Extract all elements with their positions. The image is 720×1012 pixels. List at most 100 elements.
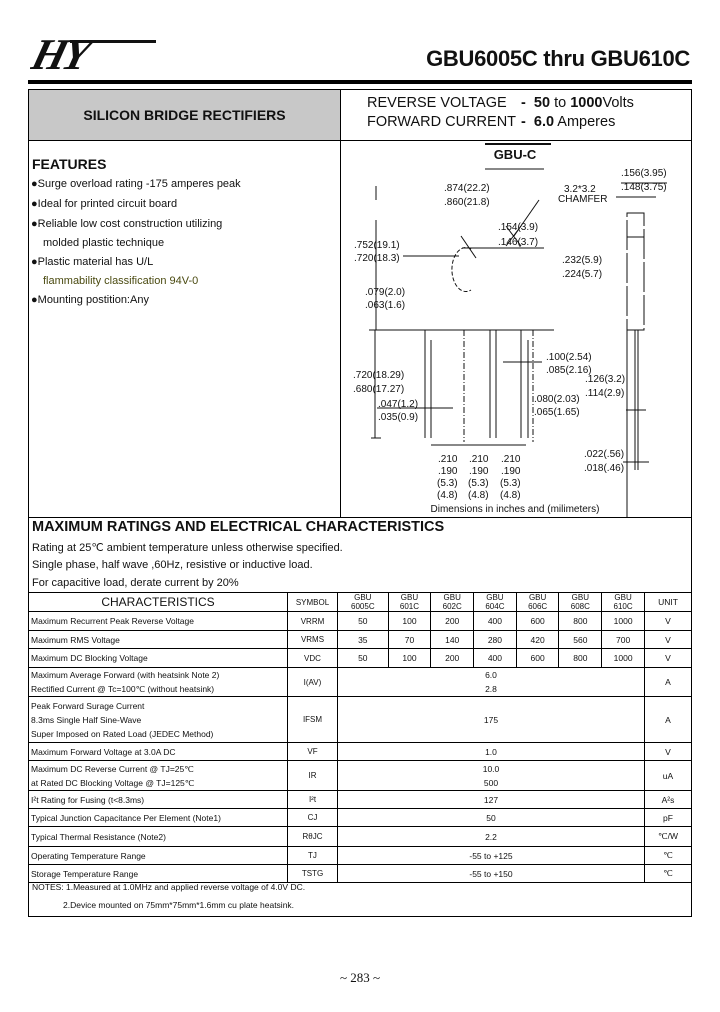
dimensions-caption: Dimensions in inches and (milimeters): [431, 504, 600, 515]
dim-pitch-mm-max: (5.3): [437, 478, 458, 489]
feature-item: ●Mounting postition:Any: [31, 294, 149, 306]
row-value: 700: [601, 630, 645, 649]
row-unit: A: [644, 667, 692, 697]
row-unit: V: [644, 742, 692, 761]
ratings-title: MAXIMUM RATINGS AND ELECTRICAL CHARACTER…: [32, 519, 445, 535]
document-title: GBU6005C thru GBU610C: [426, 46, 690, 71]
row-symbol: RθJC: [287, 826, 338, 847]
dim-lead-gap-min: .065(1.65): [534, 407, 580, 418]
row-value: 100: [387, 648, 432, 668]
dim-pitch-max: .210: [469, 454, 489, 465]
feature-item: ●Plastic material has U/L: [31, 256, 154, 268]
dim-hole-min: .146(3.7): [498, 237, 538, 248]
features-title: FEATURES: [32, 156, 107, 172]
rating-condition: Single phase, half wave ,60Hz, resistive…: [32, 559, 313, 571]
dim-chamfer-label: CHAMFER: [558, 194, 607, 205]
dim-lead-t-max: .022(.56): [584, 449, 624, 460]
summary-specs: REVERSE VOLTAGE - 50 to 1000Volts FORWAR…: [341, 90, 691, 141]
row-symbol: TSTG: [287, 864, 338, 883]
row-value: 140: [430, 630, 475, 649]
dim-pitch-mm-min: (4.8): [468, 490, 489, 501]
dim-width-max: .874(22.2): [444, 183, 490, 194]
dim-side-max: .126(3.2): [585, 374, 625, 385]
row-value: 280: [473, 630, 517, 649]
ratings-section: MAXIMUM RATINGS AND ELECTRICAL CHARACTER…: [29, 517, 691, 589]
row-label: Maximum Average Forward (with heatsink N…: [28, 667, 288, 697]
row-label: Maximum RMS Voltage: [28, 630, 288, 649]
row-value: 400: [473, 648, 517, 668]
row-symbol: VRMS: [287, 630, 338, 649]
content-frame: SILICON BRIDGE RECTIFIERS REVERSE VOLTAG…: [28, 89, 692, 917]
feature-item-continued: flammability classification 94V-0: [43, 275, 199, 287]
row-unit: A²s: [644, 790, 692, 809]
feature-item-continued: molded plastic technique: [43, 237, 165, 249]
row-unit: uA: [644, 760, 692, 791]
dim-thick-min: .148(3.75): [621, 182, 667, 193]
dim-step-max: .079(2.0): [365, 287, 405, 298]
row-value: 2.2: [337, 826, 645, 847]
row-unit: pF: [644, 808, 692, 827]
row-symbol: IR: [287, 760, 338, 791]
row-symbol: VDC: [287, 648, 338, 668]
dim-height-max: .752(19.1): [354, 240, 400, 251]
row-value: 400: [473, 611, 517, 631]
row-value: 1000: [601, 648, 645, 668]
dim-lead-len-max: .720(18.29): [353, 370, 404, 381]
dim-pitch-mm-min: (4.8): [437, 490, 458, 501]
rating-condition: For capacitive load, derate current by 2…: [32, 577, 239, 589]
row-value: 420: [515, 630, 560, 649]
row-label: Maximum Recurrent Peak Reverse Voltage: [28, 611, 288, 631]
package-name: GBU-C: [494, 147, 537, 162]
dim-lead-w-max: .047(1.2): [378, 399, 418, 410]
row-value: 175: [337, 696, 645, 743]
col-characteristics: CHARACTERISTICS: [28, 592, 288, 612]
dim-pitch-min: .190: [438, 466, 458, 477]
row-value: 70: [387, 630, 432, 649]
forward-current-label: FORWARD CURRENT: [367, 114, 517, 130]
row-value: 600: [515, 611, 560, 631]
row-value: 1000: [601, 611, 645, 631]
row-label: Operating Temperature Range: [28, 846, 288, 865]
dim-side-min: .114(2.9): [585, 388, 624, 399]
reverse-voltage-value: - 50 to 1000Volts: [521, 95, 634, 111]
row-unit: ℃/W: [644, 826, 692, 847]
feature-item: ●Ideal for printed circuit board: [31, 198, 178, 210]
row-value: 127: [337, 790, 645, 809]
header-rule: [28, 80, 692, 84]
row-label: Typical Junction Capacitance Per Element…: [28, 808, 288, 827]
row-label: I²t Rating for Fusing (t<8.3ms): [28, 790, 288, 809]
row-value: 1.0: [337, 742, 645, 761]
dim-lead-sh-max: .100(2.54): [546, 352, 592, 363]
dim-lead-sh-min: .085(2.16): [546, 365, 592, 376]
row-unit: ℃: [644, 864, 692, 883]
row-unit: V: [644, 648, 692, 668]
col-unit: UNIT: [644, 592, 692, 612]
row-unit: ℃: [644, 846, 692, 865]
dim-thick-max: .156(3.95): [621, 168, 667, 179]
dim-step-min: .063(1.6): [365, 300, 405, 311]
column-divider: [340, 140, 341, 517]
page-number: ~ 283 ~: [339, 970, 381, 985]
dim-hole-pos-max: .232(5.9): [562, 255, 602, 266]
row-symbol: I(AV): [287, 667, 338, 697]
row-value: 35: [337, 630, 389, 649]
dim-hole-pos-min: .224(5.7): [562, 269, 602, 280]
